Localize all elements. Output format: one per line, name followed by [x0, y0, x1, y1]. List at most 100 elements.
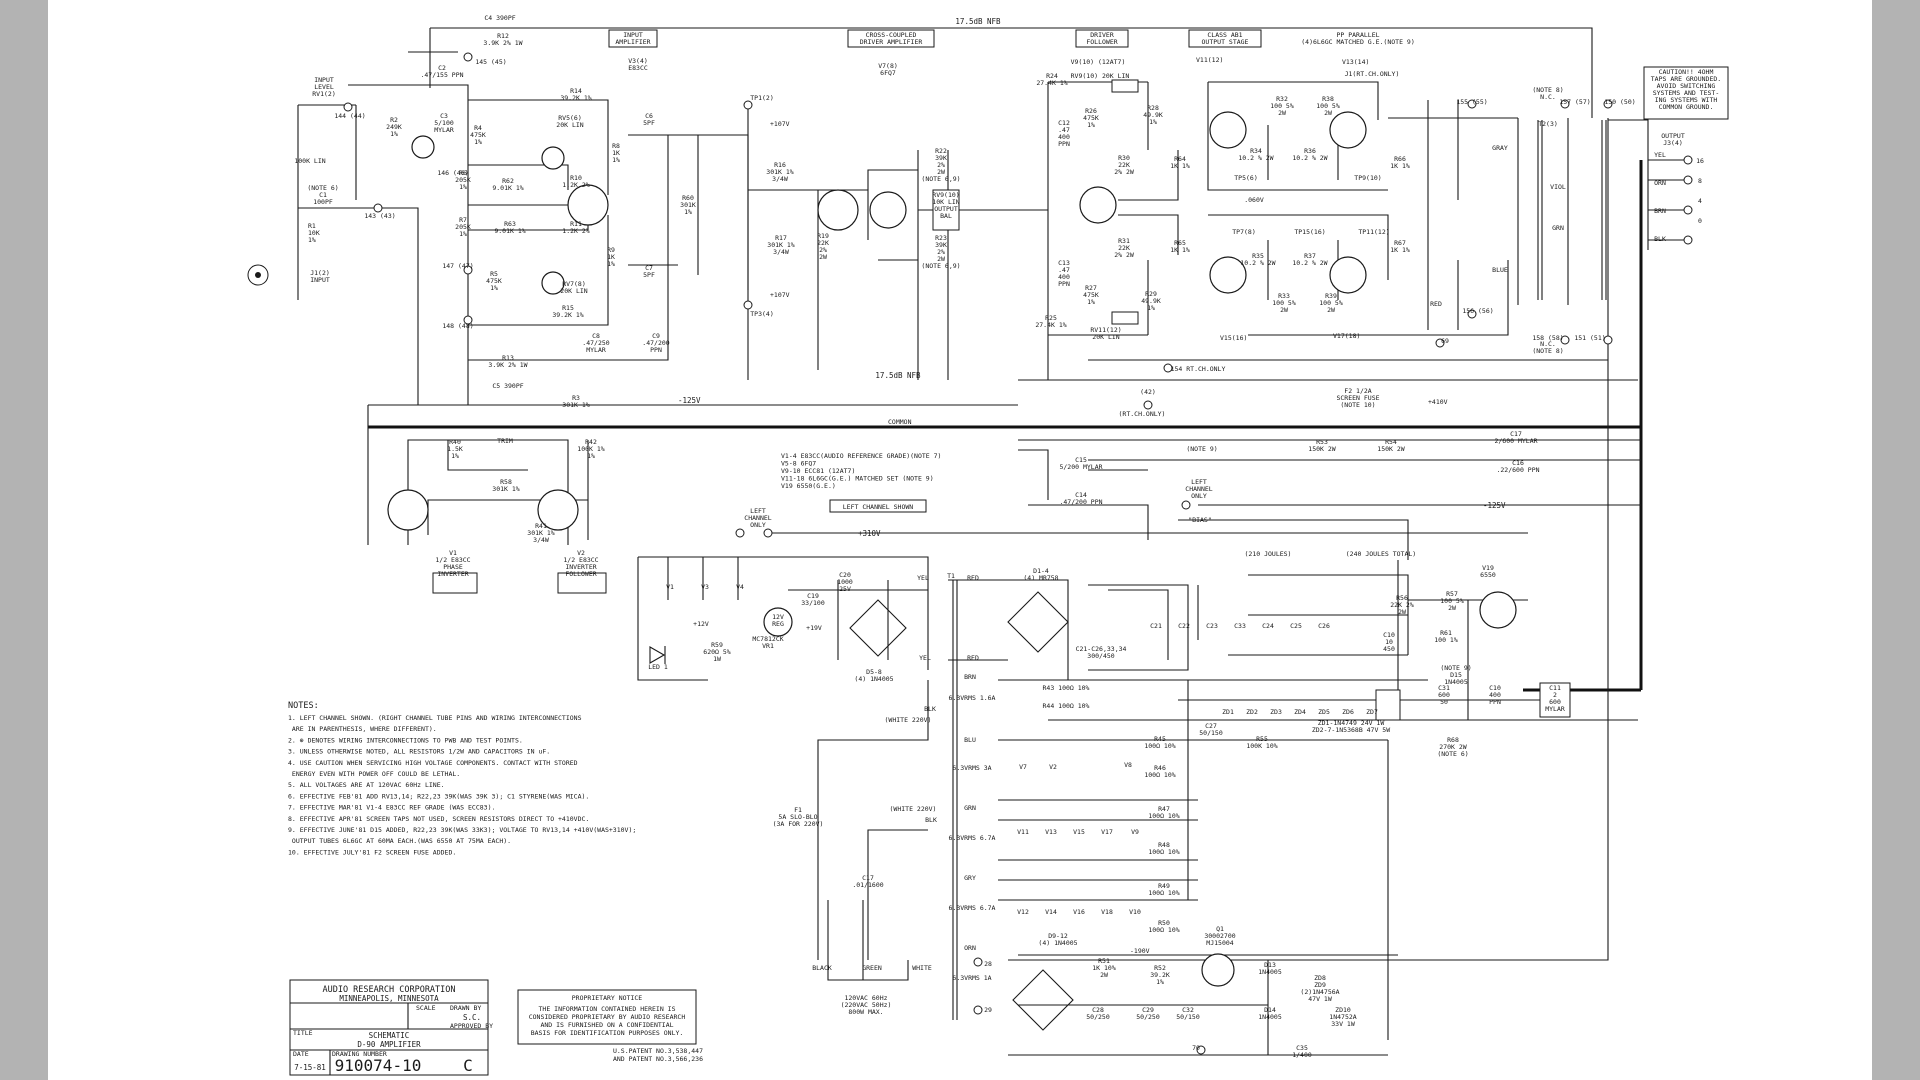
power-fil_row3-item: V16: [1073, 908, 1085, 916]
title_block-model-label: D-90 AMPLIFIER: [357, 1040, 421, 1049]
bias-box: [1111, 311, 1139, 325]
components-grn-label: GRN: [1552, 224, 1564, 232]
components-rv11-label: RV11(12)20K LIN: [1090, 326, 1121, 341]
components-bias_q-label: "BIAS": [1188, 516, 1211, 524]
power-fil_row1-item: V7: [1019, 763, 1027, 771]
tubes-v17-label: V17(18): [1333, 332, 1360, 340]
power-relays-item: V3: [701, 583, 709, 591]
title_block-company-label: AUDIO RESEARCH CORPORATION: [322, 985, 455, 995]
power-grn-label: GRN: [964, 804, 976, 812]
components-rv5-label: RV5(6)20K LIN: [556, 114, 583, 129]
power-caps_row-item: C24: [1262, 622, 1274, 630]
tubes-v11-label: V11(12): [1196, 56, 1223, 64]
power-pos12-label: +12V: [693, 620, 709, 628]
tubes-v15-label: V15(16): [1220, 334, 1247, 342]
power-blk-label: BLK: [924, 705, 936, 713]
pins-tp5-label: TP5(6): [1234, 174, 1257, 182]
rails-neg125b-label: -125V: [1483, 501, 1506, 510]
power-filament_secs-item: 6.3VRMS 1.6A: [949, 694, 996, 702]
components-c2-label: C2.47/155 PPN: [420, 64, 463, 79]
power-fil_row3-item: V14: [1045, 908, 1057, 916]
pins-tp11-label: TP11(12): [1358, 228, 1389, 236]
pins-tp3-label: TP3(4): [750, 310, 773, 318]
power-filament_secs-item: 6.3VRMS 1A: [952, 974, 991, 982]
power-n28-label: 28: [984, 960, 992, 968]
pins-tp9-label: TP9(10): [1354, 174, 1381, 182]
tube-v13-icon: [1329, 111, 1367, 149]
rails-pos410-label: +410V: [1428, 398, 1448, 406]
dc-bal-icon: [541, 146, 565, 170]
transformer-t1-core: [952, 580, 958, 1020]
power-n29-label: 29: [984, 1006, 992, 1014]
pins-p151-label: 151 (51): [1574, 334, 1605, 342]
components-j1-label: J1(RT.CH.ONLY): [1345, 70, 1400, 78]
power-yel2-label: YEL: [919, 654, 931, 662]
inv-bal-icon: [411, 135, 435, 159]
bias-box: [1111, 79, 1139, 93]
power-d1-label: D1-4(4) MR758: [1023, 567, 1058, 582]
components-c5-label: C5 390PF: [492, 382, 523, 390]
power-caps_row-item: C33: [1234, 622, 1246, 630]
dc-bal-icon: [541, 271, 565, 295]
tube-v17-icon: [1329, 256, 1367, 294]
bridge-rectifier-icon: [1012, 969, 1074, 1031]
output_stage_label-label: PP PARALLEL(4)6L6GC MATCHED G.E.(NOTE 9): [1301, 31, 1415, 46]
power-fil_row2-item: V9: [1131, 828, 1139, 836]
title_block-rev-label: C: [463, 1056, 473, 1075]
power-led-label: LED 1: [648, 663, 668, 671]
rails-pos310-label: +310V: [858, 529, 881, 538]
symbols: [247, 52, 1693, 1055]
power-yel-label: YEL: [917, 574, 929, 582]
components-c16-label: C16.22/600 PPN: [1496, 459, 1539, 474]
components-blue-label: BLUE: [1492, 266, 1508, 274]
power-fil_row3-item: V18: [1101, 908, 1113, 916]
pins-p143-label: 143 (43): [364, 212, 395, 220]
nfb_top-label: 17.5dB NFB: [955, 17, 1001, 26]
tube-v9-icon: [1079, 186, 1117, 224]
wiring: [297, 27, 1688, 1056]
regulator-icon: [763, 607, 793, 637]
output_leads-item: ORN: [1654, 179, 1666, 187]
power-zeners-item: ZD4: [1294, 708, 1306, 716]
title_block-initials-label: S.C.: [463, 1013, 481, 1022]
tube-v3-icon: [567, 184, 609, 226]
